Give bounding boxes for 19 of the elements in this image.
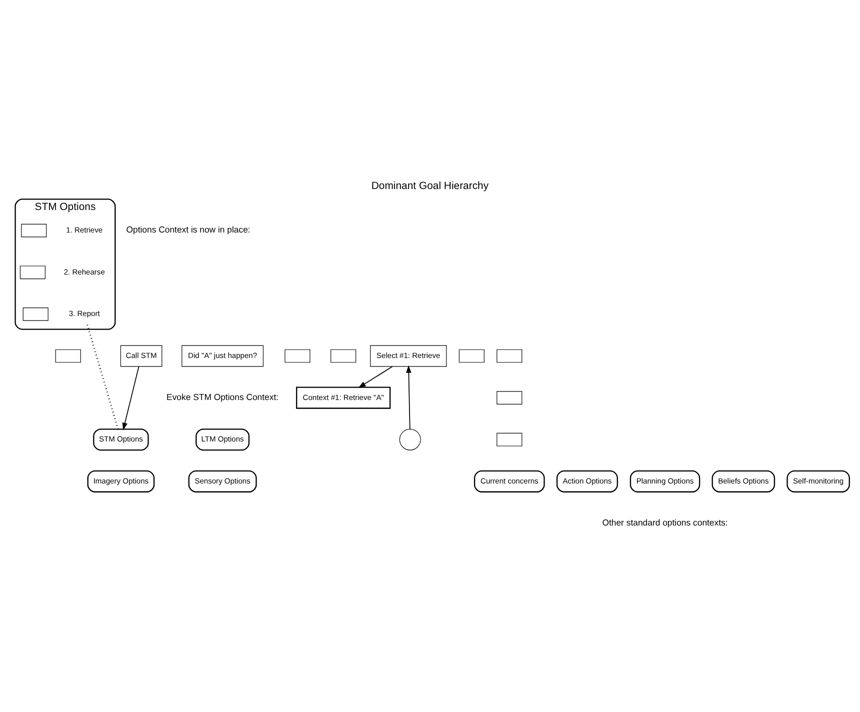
node-box <box>496 391 522 404</box>
node-box <box>21 224 47 238</box>
node-box <box>55 349 81 363</box>
arrow <box>358 366 393 388</box>
node-box <box>330 349 356 363</box>
node-box <box>496 432 522 446</box>
label: Evoke STM Options Context: <box>166 392 279 402</box>
node-box <box>496 349 522 363</box>
node-box <box>458 349 484 363</box>
label: Other standard options contexts: <box>602 517 728 528</box>
diagram-title: Dominant Goal Hierarchy <box>371 181 489 192</box>
arrow <box>122 366 140 430</box>
node-box <box>22 308 48 321</box>
label: Options Context is now in place: <box>126 224 250 235</box>
node-circle <box>399 428 421 450</box>
arrow <box>406 365 412 430</box>
node-box <box>284 349 310 363</box>
node-box <box>20 266 46 280</box>
connector <box>86 324 119 430</box>
